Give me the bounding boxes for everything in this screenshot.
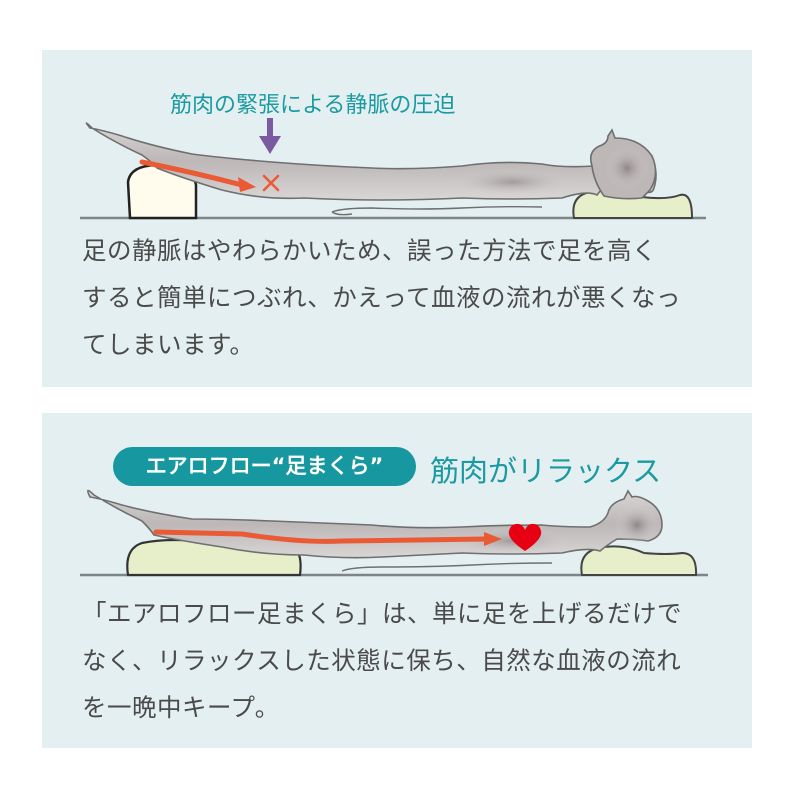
problem-illustration	[80, 118, 706, 220]
description-line: を一晩中キープ。	[82, 693, 280, 722]
arm-silhouette	[331, 205, 543, 213]
problem-heading: 筋肉の緊張による静脈の圧迫	[170, 93, 456, 118]
description-line: てしまいます。	[82, 330, 255, 359]
description-line: 足の静脈はやわらかいため、誤った方法で足を高く	[82, 236, 657, 265]
problem-panel: 筋肉の緊張による静脈の圧迫 足の静脈はやわらかいため、誤った方法で足を高く する…	[42, 50, 752, 387]
solution-illustration	[80, 489, 708, 577]
arm-silhouette	[341, 562, 553, 572]
product-badge: エアロフロー“足まくら”	[113, 447, 416, 486]
blood-flow-arrow-icon	[139, 159, 245, 188]
description-line: なく、リラックスした状態に保ち、自然な血液の流れ	[82, 646, 682, 675]
blocked-x-icon	[262, 174, 280, 192]
head-pillow-icon	[580, 545, 698, 576]
solution-panel: エアロフロー“足まくら” 筋肉がリラックス 「エアロフロー足まくら」は、単に足を…	[42, 413, 752, 748]
heart-icon	[508, 523, 542, 551]
solution-heading: 筋肉がリラックス	[430, 454, 662, 488]
description-line: すると簡単につぶれ、かえって血液の流れが悪くなっ	[82, 283, 682, 312]
pressure-arrow-icon	[259, 118, 281, 154]
description-line: 「エアロフロー足まくら」は、単に足を上げるだけで	[82, 599, 682, 628]
blood-flow-arrow-icon	[153, 529, 489, 544]
problem-description: 足の静脈はやわらかいため、誤った方法で足を高く すると簡単につぶれ、かえって血液…	[82, 227, 722, 368]
solution-description: 「エアロフロー足まくら」は、単に足を上げるだけで なく、リラックスした状態に保ち…	[82, 590, 722, 731]
